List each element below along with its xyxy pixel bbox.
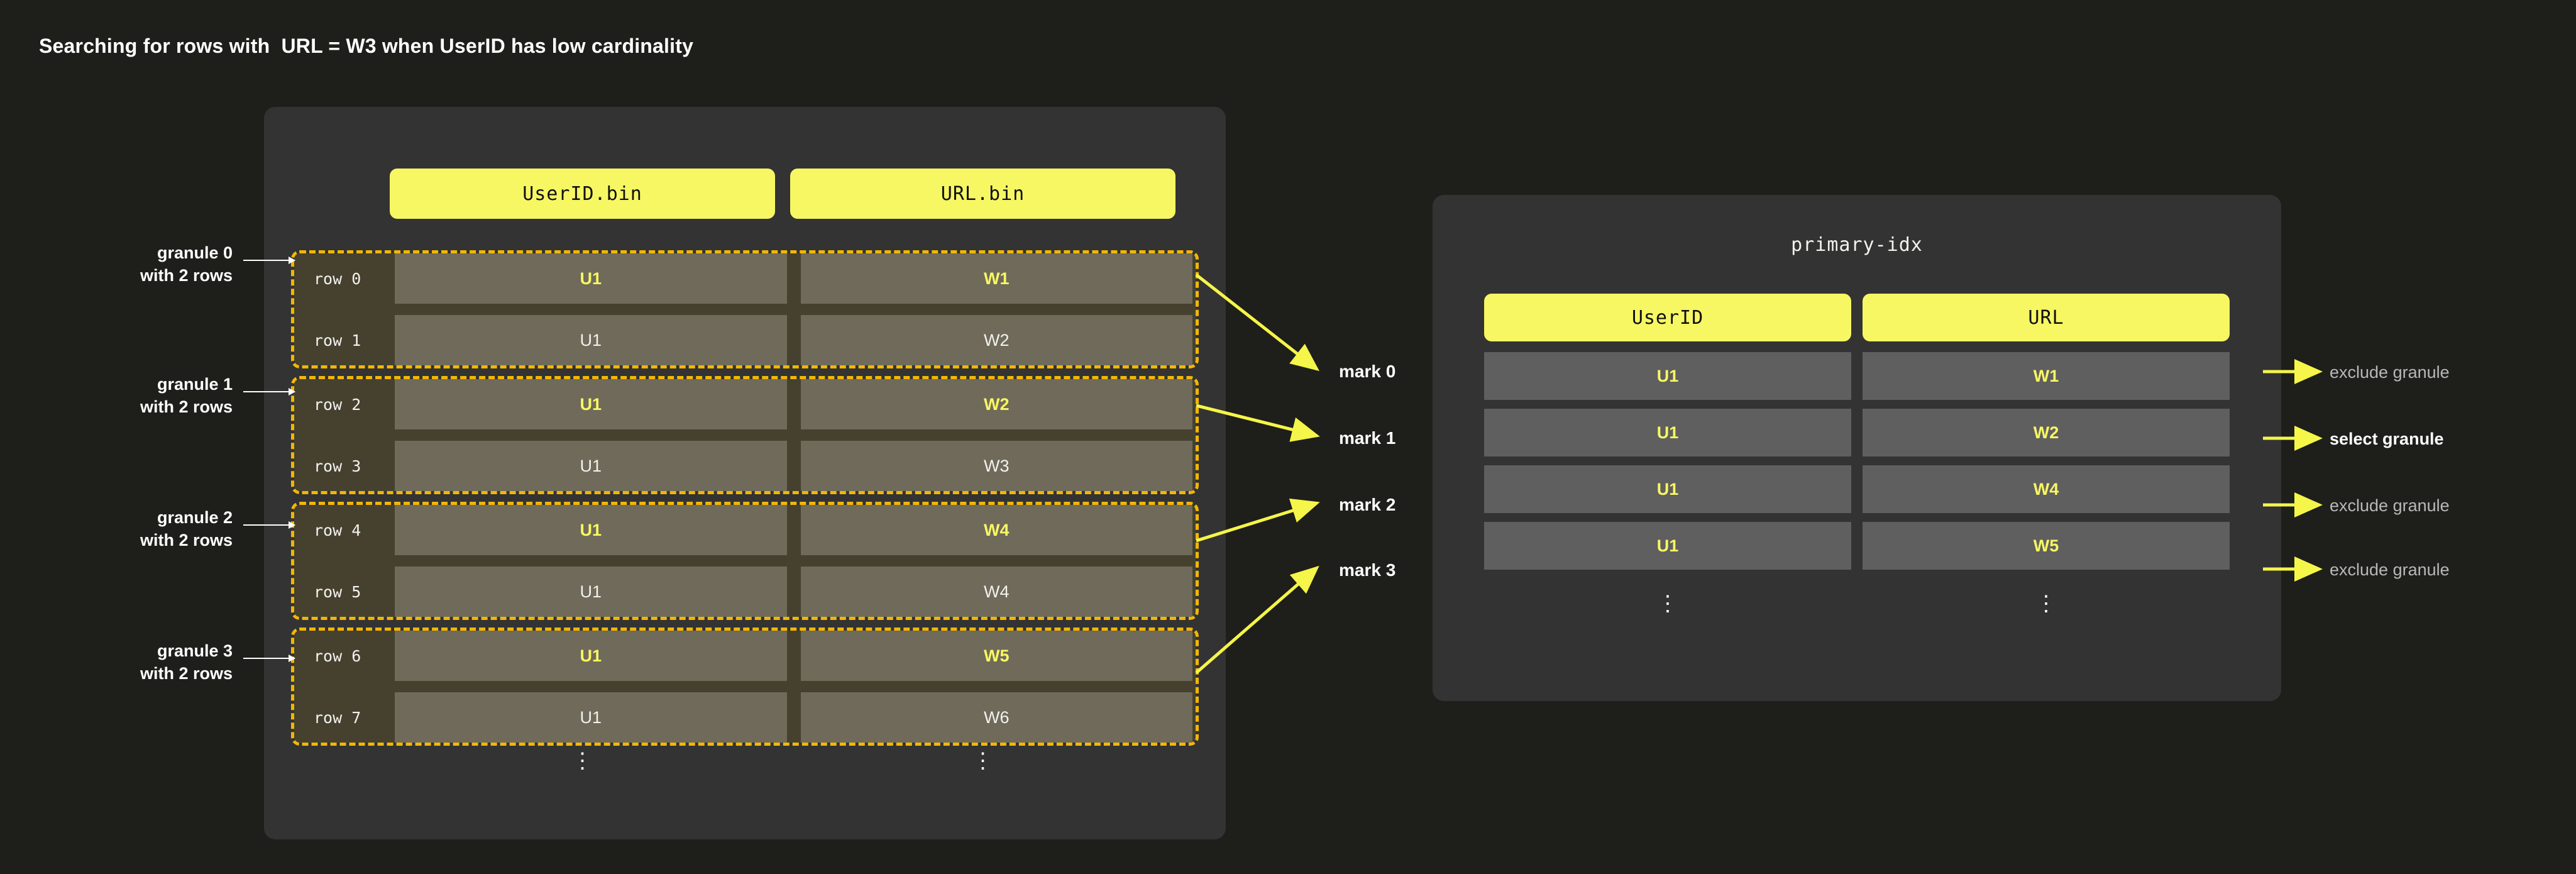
table-row: U1 W4 [392,567,1196,617]
granule-caption-1: granule 1 with 2 rows [140,375,233,416]
row-label: row 3 [314,456,361,475]
index-cell-userid: U1 [1484,465,1851,513]
primary-index-panel: primary-idx UserID URL U1 W1 U1 W2 U1 W4… [1433,195,2281,701]
cell-url: W6 [800,692,1192,743]
cell-url: W2 [800,379,1192,429]
column-header-userid-bin: UserID.bin [390,169,775,219]
data-parts-panel: UserID.bin URL.bin row 0 row 1 U1 W1 U1 … [264,107,1226,839]
cell-userid: U1 [395,505,787,555]
table-row: U1 W5 [392,631,1196,681]
mark-label-1: mark 1 [1339,428,1396,448]
row-label: row 4 [314,521,361,539]
row-label-column: row 6 row 7 [294,631,392,743]
index-row[interactable]: U1 W4 [1484,465,2230,513]
index-cell-url: W1 [1863,352,2230,400]
table-row: U1 W2 [392,379,1196,429]
cell-userid: U1 [395,379,787,429]
mark-label-3: mark 3 [1339,560,1396,580]
index-cell-userid: U1 [1484,522,1851,570]
granule-caption-2: granule 2 with 2 rows [140,508,233,550]
row-cells-column: U1 W2 U1 W3 [392,379,1196,491]
index-column-header-userid: UserID [1484,294,1851,341]
index-row-list: U1 W1 U1 W2 U1 W4 U1 W5 [1484,352,2230,578]
cell-url: W3 [800,441,1192,491]
cell-url: W4 [800,567,1192,617]
granule-block[interactable]: row 0 row 1 U1 W1 U1 W2 [291,250,1199,368]
row-label: row 7 [314,708,361,727]
row-label-column: row 2 row 3 [294,379,392,491]
index-cell-userid: U1 [1484,409,1851,456]
row-label: row 2 [314,395,361,414]
vertical-ellipsis-icon: ⋮ [972,749,994,773]
mark-label-2: mark 2 [1339,495,1396,514]
index-cell-url: W4 [1863,465,2230,513]
table-row: U1 W2 [392,315,1196,365]
outcome-label-0: exclude granule [2330,363,2450,382]
cell-userid: U1 [395,631,787,681]
index-column-headers: UserID URL [1484,294,2230,341]
vertical-ellipsis-icon: ⋮ [571,749,593,773]
granule-block[interactable]: row 4 row 5 U1 W4 U1 W4 [291,502,1199,620]
granule-caption-arrow-2 [243,521,295,529]
cell-userid: U1 [395,441,787,491]
granule-caption-arrow-0 [243,257,295,264]
row-label-column: row 4 row 5 [294,505,392,617]
granule-block[interactable]: row 2 row 3 U1 W2 U1 W3 [291,376,1199,494]
row-label: row 5 [314,582,361,601]
table-row: U1 W3 [392,441,1196,491]
index-cell-url: W2 [1863,409,2230,456]
outcome-label-2: exclude granule [2330,496,2450,515]
index-row[interactable]: U1 W5 [1484,522,2230,570]
cell-url: W1 [800,253,1192,304]
cell-url: W4 [800,505,1192,555]
granule-caption-0: granule 0 with 2 rows [140,243,233,285]
parts-column-headers: UserID.bin URL.bin [390,169,1175,219]
cell-userid: U1 [395,315,787,365]
row-cells-column: U1 W4 U1 W4 [392,505,1196,617]
granule-caption-arrow-1 [243,388,295,396]
parts-ellipsis-row: ⋮ ⋮ [390,742,1175,780]
page-title: Searching for rows with URL = W3 when Us… [39,35,694,57]
cell-url: W5 [800,631,1192,681]
vertical-ellipsis-icon: ⋮ [2035,592,2057,616]
index-row[interactable]: U1 W1 [1484,352,2230,400]
table-row: U1 W4 [392,505,1196,555]
granule-list: row 0 row 1 U1 W1 U1 W2 [291,250,1199,753]
granule-block[interactable]: row 6 row 7 U1 W5 U1 W6 [291,628,1199,746]
outcome-label-1: select granule [2330,429,2444,448]
index-column-header-url: URL [1863,294,2230,341]
cell-userid: U1 [395,692,787,743]
cell-userid: U1 [395,567,787,617]
row-cells-column: U1 W1 U1 W2 [392,253,1196,365]
granule-caption-arrow-3 [243,655,295,662]
table-row: U1 W6 [392,692,1196,743]
row-label: row 6 [314,646,361,665]
row-label: row 1 [314,331,361,350]
granule-caption-3: granule 3 with 2 rows [140,641,233,683]
index-cell-userid: U1 [1484,352,1851,400]
outcome-label-3: exclude granule [2330,560,2450,579]
cell-userid: U1 [395,253,787,304]
vertical-ellipsis-icon: ⋮ [1657,592,1678,616]
table-row: U1 W1 [392,253,1196,304]
row-label-column: row 0 row 1 [294,253,392,365]
index-row[interactable]: U1 W2 [1484,409,2230,456]
index-cell-url: W5 [1863,522,2230,570]
primary-index-title: primary-idx [1791,234,1923,256]
index-ellipsis-row: ⋮ ⋮ [1484,588,2230,619]
column-header-url-bin: URL.bin [790,169,1175,219]
mark-label-0: mark 0 [1339,362,1396,381]
row-cells-column: U1 W5 U1 W6 [392,631,1196,743]
cell-url: W2 [800,315,1192,365]
row-label: row 0 [314,269,361,288]
